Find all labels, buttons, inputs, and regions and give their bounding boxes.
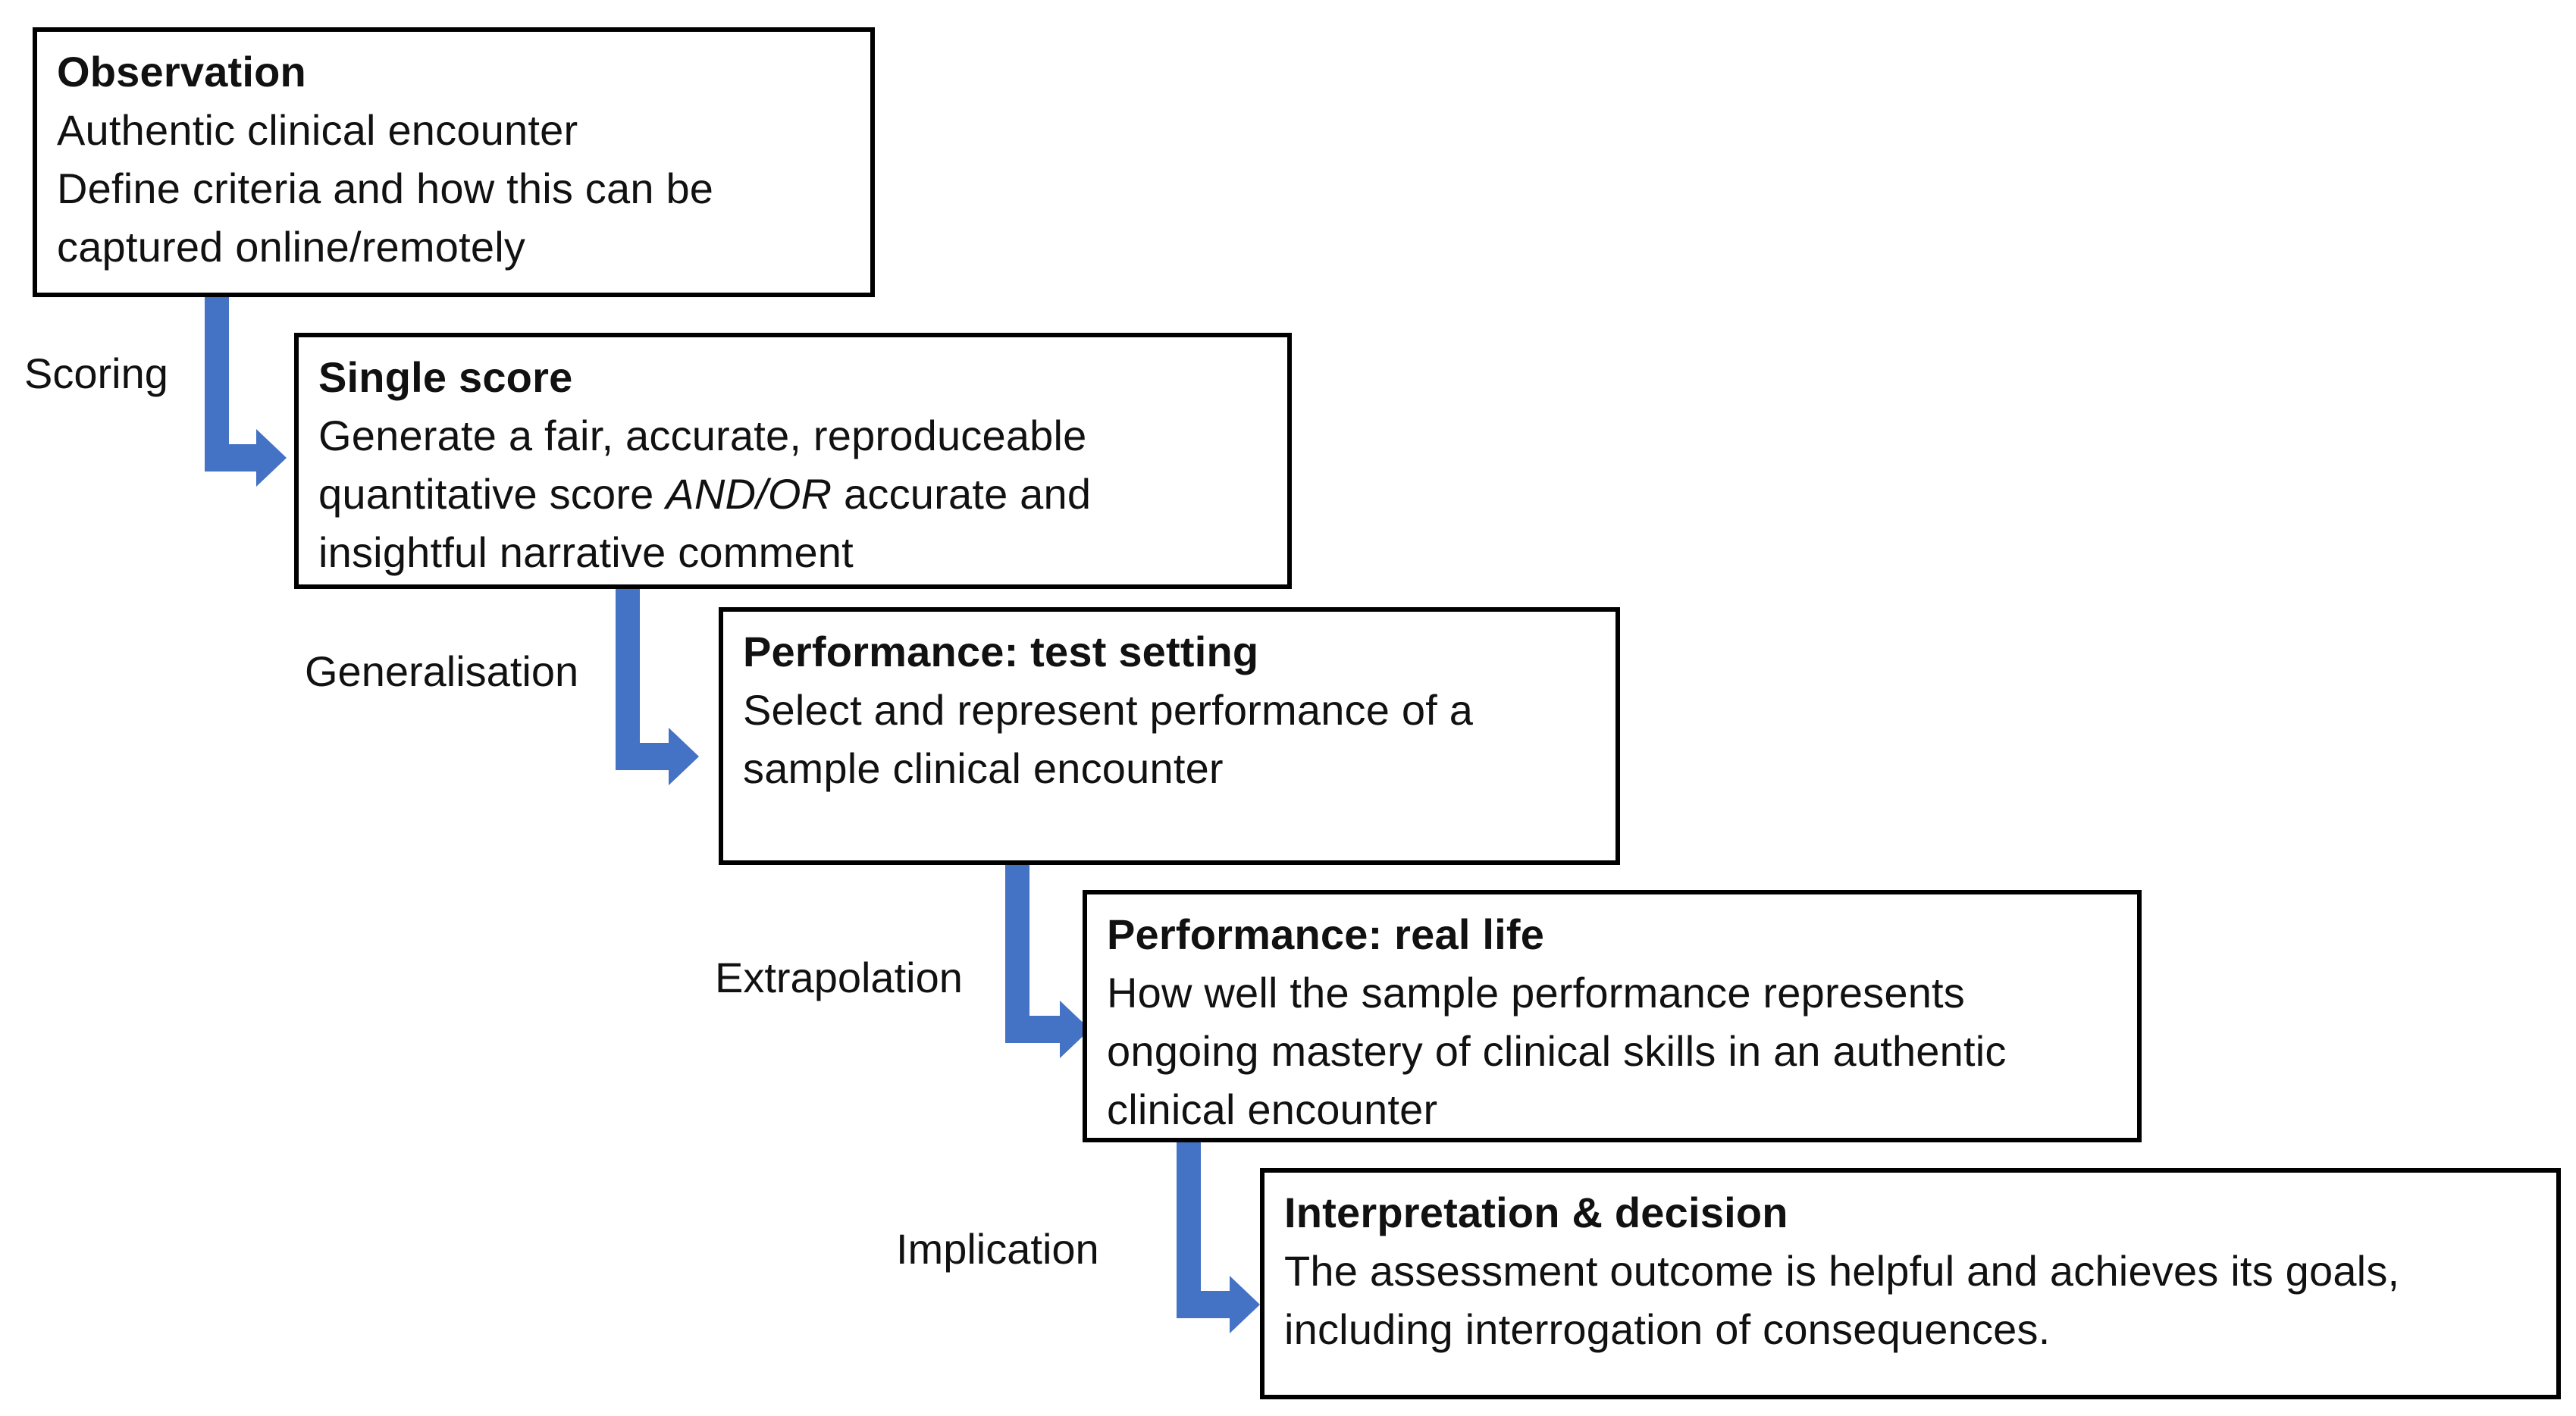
stage-text-segment: quantitative score [318,470,666,518]
stage-text-line: captured online/remotely [57,223,526,271]
transition-label-scoring: Scoring [24,349,168,397]
stage-interpretation-decision: Interpretation & decision The assessment… [1260,1168,2561,1399]
stage-text-line: Select and represent performance of a [743,686,1474,734]
transition-label-generalisation: Generalisation [305,647,579,695]
stage-observation: Observation Authentic clinical encounter… [33,27,875,297]
stage-title: Performance: real life [1107,910,1545,958]
stage-single-score: Single score Generate a fair, accurate, … [294,333,1292,589]
stage-text-line: Authentic clinical encounter [57,106,578,154]
stage-text-line: quantitative score AND/OR accurate and [318,465,1268,523]
stage-text-line: ongoing mastery of clinical skills in an… [1107,1027,2007,1075]
arrow-generalisation [616,588,699,785]
stage-text-line: sample clinical encounter [743,744,1224,792]
transition-label-implication: Implication [896,1225,1099,1273]
stage-performance-test-setting: Performance: test setting Select and rep… [719,607,1620,865]
arrow-scoring [205,296,287,487]
stage-text-line: Define criteria and how this can be [57,164,714,212]
stage-text-line: including interrogation of consequences. [1284,1305,2051,1353]
stage-performance-real-life: Performance: real life How well the samp… [1083,890,2142,1142]
stage-text-line: insightful narrative comment [318,528,854,576]
stage-text-emphasis: AND/OR [666,470,832,518]
stage-title: Performance: test setting [743,628,1259,675]
stage-text-segment: accurate and [832,470,1092,518]
stage-title: Interpretation & decision [1284,1189,1788,1236]
stage-title: Observation [57,48,306,96]
arrow-implication [1177,1141,1260,1333]
arrow-extrapolation [1005,863,1090,1058]
stage-text-line: Generate a fair, accurate, reproduceable [318,412,1087,459]
stage-text-line: clinical encounter [1107,1085,1438,1133]
stage-text-line: The assessment outcome is helpful and ac… [1284,1247,2400,1295]
stage-title: Single score [318,353,573,401]
stage-text-line: How well the sample performance represen… [1107,969,1966,1017]
transition-label-extrapolation: Extrapolation [715,954,963,1001]
